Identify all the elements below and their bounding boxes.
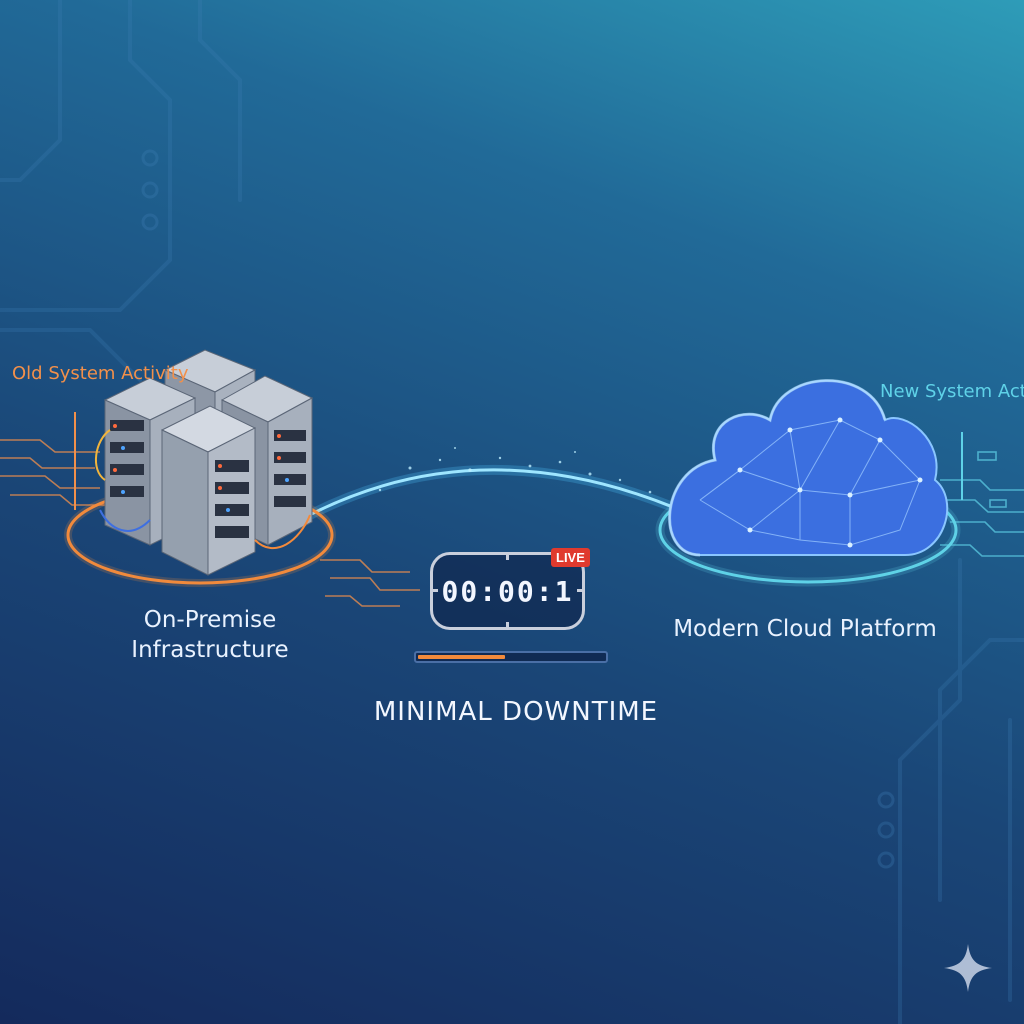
sparkle-icon [944, 944, 992, 992]
live-badge: LIVE [551, 548, 590, 567]
on-premise-label: On-Premise Infrastructure [131, 607, 289, 663]
downtime-progress-fill [418, 655, 505, 659]
stopwatch-icon: 00:00:1 [430, 552, 585, 630]
downtime-caption: MINIMAL DOWNTIME [373, 697, 659, 727]
downtime-progress-bar [414, 651, 608, 663]
old-system-activity-label: Old System Activity [12, 363, 189, 384]
cloud-platform-label: Modern Cloud Platform [673, 616, 937, 642]
timer-display: 00:00:1 [441, 575, 574, 608]
new-system-activity-label: New System Activity [880, 381, 1024, 402]
